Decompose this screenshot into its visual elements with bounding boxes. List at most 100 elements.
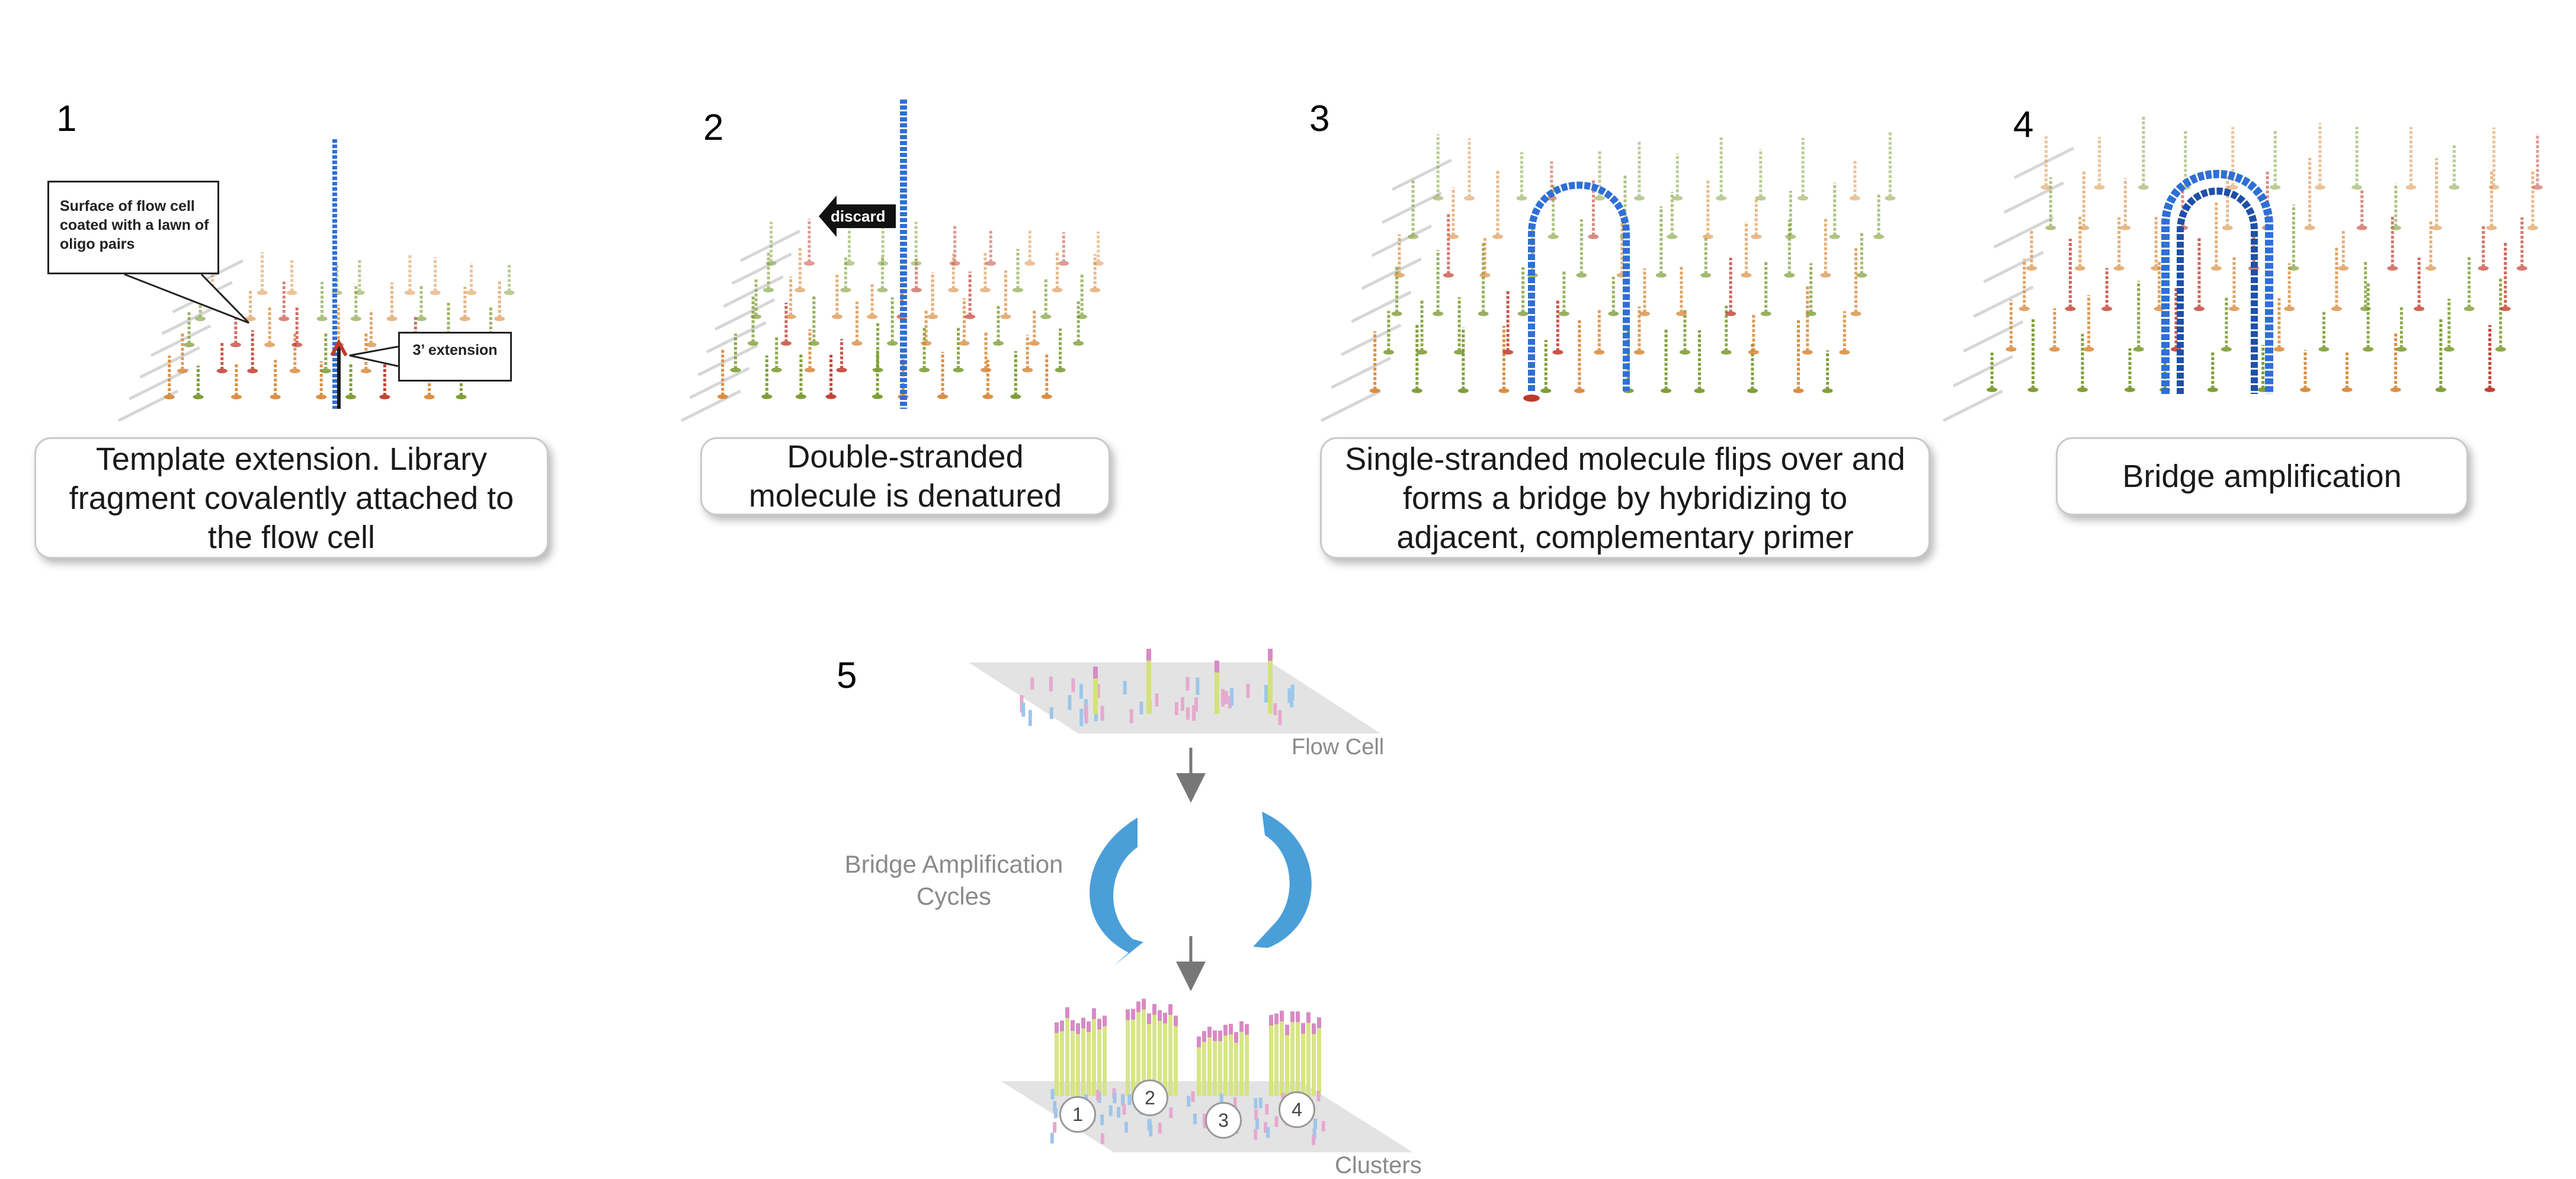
oligo-anchor: [825, 394, 837, 399]
oligo: [177, 332, 188, 373]
oligo-anchor: [360, 369, 371, 373]
oligo-anchor: [2065, 306, 2076, 312]
oligo-anchor: [1448, 234, 1459, 239]
oligo: [289, 334, 300, 373]
oligo-anchor: [1741, 273, 1752, 278]
surface-oligo: [1096, 684, 1100, 698]
oligo: [748, 296, 759, 346]
oligo-anchor: [1720, 350, 1732, 355]
surface-oligo: [1273, 703, 1277, 716]
cluster-strand: [1087, 1021, 1091, 1096]
oligo: [1885, 130, 1896, 201]
oligo: [1720, 306, 1732, 355]
oligo: [2516, 217, 2527, 271]
oligo-anchor: [1433, 311, 1444, 316]
surface-oligo: [1264, 685, 1268, 703]
panel-4-flow-cell-lawn: [1942, 116, 2543, 422]
flow-cell-rail: [1993, 216, 2054, 249]
oligo-anchor: [1793, 388, 1804, 393]
cluster-surface-oligo: [1050, 1133, 1054, 1144]
cluster-surface-oligo: [1266, 1127, 1270, 1138]
oligo-anchor: [2083, 347, 2094, 352]
cluster-surface-oligo: [1265, 1104, 1269, 1115]
oligo: [1076, 273, 1088, 319]
surface-oligo: [1287, 688, 1292, 703]
oligo-anchor: [2486, 225, 2497, 230]
oligo: [1464, 138, 1475, 201]
oligo: [2284, 263, 2295, 312]
oligo: [2363, 282, 2374, 352]
oligo: [2210, 201, 2222, 271]
oligo-anchor: [2351, 185, 2363, 190]
template-strands: [124, 100, 2273, 409]
oligo: [2300, 350, 2311, 392]
oligo: [1393, 234, 1405, 278]
oligo-anchor: [459, 316, 470, 321]
oligo-anchor: [1702, 234, 1713, 239]
oligo: [2431, 158, 2442, 230]
oligo: [1822, 350, 1833, 393]
cluster-badge-4: 4: [1279, 1091, 1315, 1128]
oligo-anchor: [1433, 196, 1444, 201]
cluster-strand: [1142, 998, 1146, 1096]
oligo: [1667, 191, 1678, 239]
oligo: [795, 354, 806, 399]
oligo-anchor: [316, 316, 328, 321]
oligo-anchor: [887, 341, 898, 346]
oligo: [751, 279, 762, 319]
cluster-strand: [1290, 1011, 1295, 1096]
oligo: [2338, 230, 2349, 271]
oligo: [981, 332, 992, 373]
oligo: [1369, 331, 1380, 393]
cluster-surface-oligo: [1264, 1122, 1268, 1133]
oligo-anchor: [2049, 347, 2060, 352]
oligo: [2435, 318, 2446, 392]
cluster-surface-oligo: [1053, 1107, 1058, 1119]
oligo: [2026, 230, 2037, 271]
cluster-strand: [1197, 1036, 1201, 1096]
surface-oligo: [1094, 708, 1098, 722]
oligo: [805, 329, 816, 373]
oligo: [1856, 232, 1867, 278]
surface-oligo: [1084, 704, 1088, 722]
oligo-anchor: [1041, 394, 1052, 399]
oligo-anchor: [366, 342, 377, 347]
step-3-number: 3: [1309, 98, 1330, 139]
oligo-anchor: [803, 261, 815, 266]
oligo-anchor: [1052, 287, 1063, 293]
oligo: [1058, 232, 1069, 266]
oligo: [2495, 277, 2506, 352]
oligo-anchor: [1516, 196, 1527, 201]
oligo-anchor: [836, 367, 847, 373]
cluster-surface-oligo: [1254, 1129, 1258, 1140]
oligo-anchor: [1608, 311, 1619, 316]
seed-strand: [1093, 667, 1098, 714]
cluster-strand: [1131, 1008, 1135, 1096]
flow-cell-rail: [1391, 158, 1453, 191]
oligo-anchor: [2488, 185, 2500, 190]
oligo: [2083, 294, 2094, 352]
cycle-arrow-left: [1090, 818, 1143, 966]
cluster-strand-tip: [1136, 1001, 1140, 1013]
oligo: [2443, 299, 2455, 352]
cluster-strand: [1301, 1023, 1305, 1096]
cluster-strand: [1207, 1027, 1212, 1096]
oligo: [1576, 219, 1587, 278]
extension-arrow: [330, 338, 348, 357]
oligo: [459, 286, 470, 321]
oligo-anchor: [831, 314, 842, 319]
cluster-strand: [1239, 1021, 1244, 1096]
oligo-anchor: [2360, 306, 2371, 312]
flow-cell-rail: [150, 324, 212, 357]
surface-oligo: [1049, 707, 1053, 719]
cluster-strand-tip: [1060, 1020, 1064, 1031]
oligo: [1090, 254, 1101, 293]
oligo-anchor: [1839, 350, 1850, 355]
cluster-surface-oligo: [1169, 1107, 1173, 1119]
oligo: [2151, 217, 2162, 271]
cluster-surface-oligo: [1187, 1095, 1191, 1107]
cluster-surface-oligo: [1158, 1123, 1162, 1134]
flow-cell-rail: [1371, 225, 1432, 257]
oligo-anchor: [1369, 388, 1380, 393]
